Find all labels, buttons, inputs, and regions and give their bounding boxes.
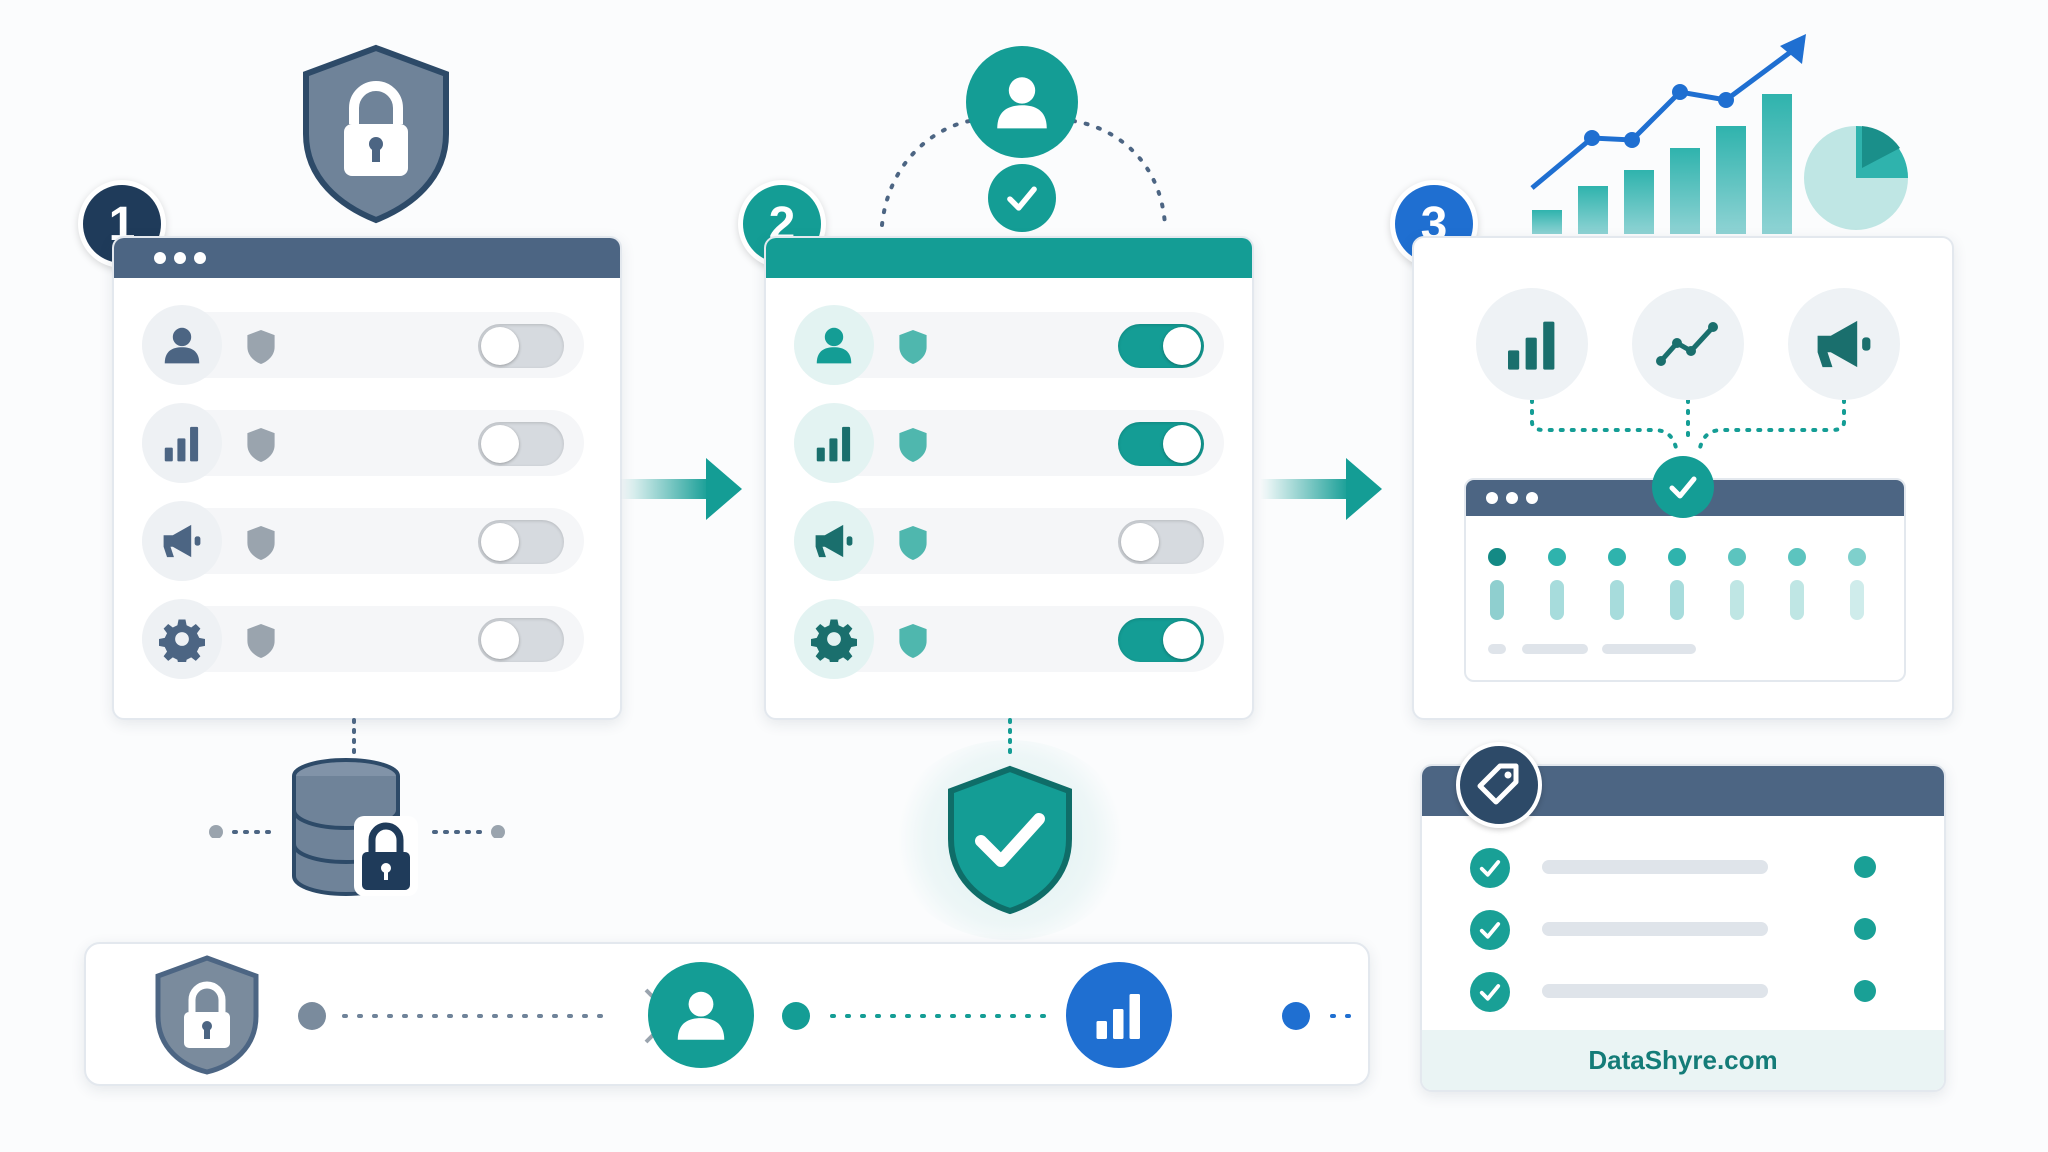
bar-chart-icon	[794, 403, 874, 483]
gear-icon	[142, 599, 222, 679]
bar-chart-icon	[142, 403, 222, 483]
check-icon	[1470, 972, 1510, 1012]
lock-shield-icon	[152, 954, 262, 1076]
window-titlebar	[766, 238, 1252, 278]
dotted-connector	[209, 718, 505, 838]
lock-shield-icon	[296, 44, 456, 224]
consent-toggle[interactable]	[478, 422, 564, 466]
consent-toggle[interactable]	[478, 324, 564, 368]
consent-row-settings	[794, 599, 1224, 679]
consent-row-analytics	[794, 403, 1224, 483]
megaphone-icon[interactable]	[1788, 288, 1900, 400]
shield-icon	[896, 426, 930, 464]
consent-row-marketing	[794, 501, 1224, 581]
consent-row-profile	[142, 305, 584, 385]
arrow-right-icon	[620, 456, 744, 522]
bar-chart-icon	[1066, 962, 1172, 1068]
consent-toggle[interactable]	[478, 520, 564, 564]
gear-icon	[794, 599, 874, 679]
shield-icon	[244, 622, 278, 660]
bar-chart-icon[interactable]	[1476, 288, 1588, 400]
shield-icon	[244, 524, 278, 562]
consent-panel-configured	[764, 236, 1254, 720]
consent-row-settings	[142, 599, 584, 679]
flow-connector	[298, 988, 1356, 1044]
consent-toggle[interactable]	[1118, 422, 1204, 466]
status-dot	[1854, 980, 1876, 1002]
check-icon	[1470, 910, 1510, 950]
user-icon	[794, 305, 874, 385]
megaphone-icon	[794, 501, 874, 581]
consent-row-marketing	[142, 501, 584, 581]
consent-row-analytics	[142, 403, 584, 483]
consent-toggle[interactable]	[478, 618, 564, 662]
connector-lines	[1530, 400, 1846, 450]
user-avatar-icon	[966, 46, 1078, 158]
shield-icon	[896, 622, 930, 660]
database-icon	[286, 756, 426, 902]
flow-bar	[84, 942, 1370, 1086]
site-link[interactable]: DataShyre.com	[1422, 1030, 1944, 1090]
window-dots	[154, 252, 206, 264]
shield-icon	[896, 328, 930, 366]
consent-panel-off	[112, 236, 622, 720]
list-item	[1542, 922, 1768, 936]
window-titlebar	[114, 238, 620, 278]
user-icon	[142, 305, 222, 385]
status-dot	[1854, 918, 1876, 940]
list-item	[1542, 984, 1768, 998]
check-icon	[1470, 848, 1510, 888]
consent-row-profile	[794, 305, 1224, 385]
consent-toggle[interactable]	[1118, 618, 1204, 662]
user-icon	[648, 962, 754, 1068]
shield-icon	[244, 328, 278, 366]
shield-icon	[244, 426, 278, 464]
window-dots	[1486, 492, 1538, 504]
list-item	[1542, 860, 1768, 874]
megaphone-icon	[142, 501, 222, 581]
growth-chart-icon	[1520, 30, 1920, 240]
verified-shield-icon	[890, 740, 1130, 940]
check-icon	[988, 164, 1056, 232]
dotted-arc	[860, 90, 1180, 230]
arrow-right-icon	[1260, 456, 1384, 522]
tag-icon	[1456, 742, 1542, 828]
line-chart-icon[interactable]	[1632, 288, 1744, 400]
check-icon	[1652, 456, 1714, 518]
shield-icon	[896, 524, 930, 562]
consent-toggle[interactable]	[1118, 520, 1204, 564]
dotted-connector	[1008, 718, 1012, 756]
status-dot	[1854, 856, 1876, 878]
consent-toggle[interactable]	[1118, 324, 1204, 368]
